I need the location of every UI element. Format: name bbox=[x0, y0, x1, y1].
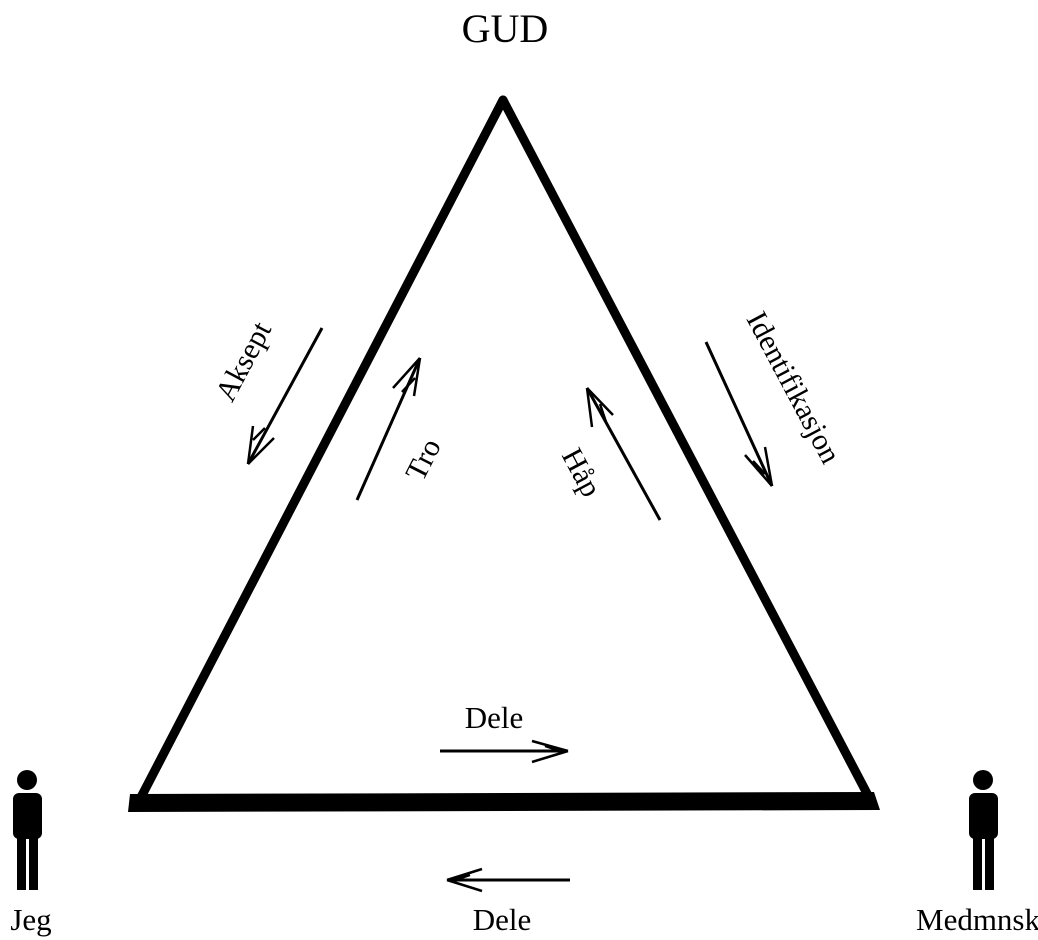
edge-label-aksept: Aksept bbox=[209, 316, 278, 407]
edge-label-dele-bottom: Dele bbox=[473, 902, 532, 937]
arrow-dele-right bbox=[440, 739, 569, 764]
person-icon-medmnsk bbox=[969, 770, 998, 890]
node-label-medmnsk: Medmnsk bbox=[916, 902, 1038, 937]
edge-label-tro: Tro bbox=[399, 433, 448, 486]
person-icon-jeg bbox=[13, 770, 42, 890]
arrow-dele-left bbox=[446, 867, 570, 893]
edge-label-dele-top: Dele bbox=[465, 700, 524, 735]
edge-label-identifikasjon: Identifikasjon bbox=[740, 306, 847, 469]
triangle-left-edge bbox=[133, 95, 508, 808]
node-label-jeg: Jeg bbox=[10, 902, 51, 937]
edge-label-hap: Håp bbox=[555, 443, 608, 503]
node-label-gud: GUD bbox=[462, 6, 549, 51]
arrow-identifikasjon bbox=[704, 341, 774, 487]
triangle-base-edge bbox=[128, 792, 880, 812]
arrow-hap bbox=[585, 387, 662, 521]
triangle-right-edge bbox=[498, 95, 877, 808]
arrow-aksept bbox=[246, 327, 324, 465]
arrow-tro bbox=[355, 357, 422, 501]
triangle bbox=[128, 95, 880, 812]
